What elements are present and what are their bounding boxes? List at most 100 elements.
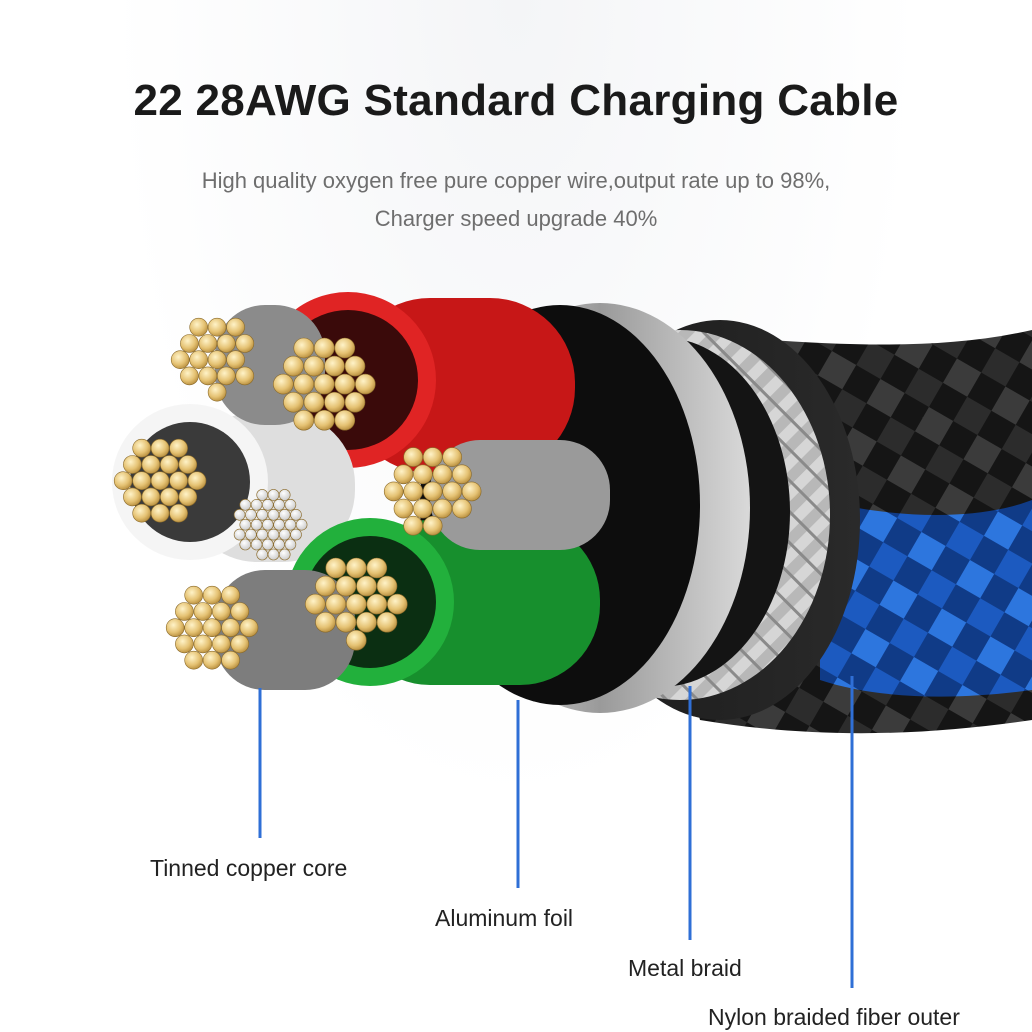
copper-strand — [207, 317, 227, 337]
copper-strand — [245, 508, 257, 521]
copper-strand — [170, 350, 190, 370]
page-subtitle: High quality oxygen free pure copper wir… — [201, 168, 831, 231]
copper-strand — [273, 498, 285, 511]
copper-strand — [169, 503, 188, 523]
copper-strand — [193, 602, 213, 621]
copper-strand — [325, 557, 347, 579]
copper-strand — [403, 447, 424, 467]
copper-strand — [226, 317, 245, 337]
copper-strand — [442, 481, 463, 502]
copper-strand — [198, 334, 218, 353]
copper-strand — [293, 337, 315, 359]
copper-strand — [165, 618, 185, 638]
copper-strand — [273, 518, 285, 531]
copper-strand — [267, 548, 280, 561]
copper-strand — [180, 334, 199, 353]
copper-strand — [325, 593, 347, 615]
copper-strand — [267, 528, 280, 541]
copper-strand — [283, 391, 304, 413]
copper-strand — [113, 471, 133, 491]
copper-strand — [334, 409, 356, 431]
copper-strand — [452, 464, 472, 485]
copper-strand — [284, 538, 297, 551]
copper-strand — [393, 498, 414, 519]
callout-label-core: Tinned copper core — [150, 855, 348, 881]
copper-strand — [267, 508, 280, 521]
copper-strand — [290, 508, 302, 521]
copper-strand — [272, 373, 294, 395]
copper-strand — [334, 337, 356, 359]
copper-strand — [315, 611, 336, 633]
copper-strand — [180, 366, 199, 386]
copper-strand — [235, 334, 255, 353]
copper-strand — [366, 557, 388, 579]
strand-bundle-red — [272, 337, 376, 431]
copper-strand — [442, 447, 463, 467]
copper-strand — [283, 355, 304, 377]
strand-bundle-middle — [383, 447, 482, 536]
copper-strand — [233, 508, 246, 521]
copper-strand — [250, 498, 263, 511]
copper-strand — [202, 618, 222, 638]
copper-strand — [187, 471, 207, 491]
copper-strand — [207, 350, 227, 370]
copper-strand — [267, 489, 280, 501]
copper-strand — [335, 575, 357, 597]
copper-strand — [273, 538, 285, 551]
copper-strand — [261, 518, 274, 531]
copper-strand — [383, 481, 404, 502]
copper-strand — [123, 455, 142, 474]
copper-strand — [366, 593, 388, 615]
copper-strand — [226, 350, 245, 370]
copper-strand — [160, 487, 179, 507]
copper-strand — [376, 611, 398, 633]
copper-strand — [393, 464, 414, 485]
copper-strand — [295, 518, 308, 531]
copper-strand — [250, 518, 263, 531]
strand-bundle-tinned — [233, 489, 308, 561]
copper-strand — [335, 611, 357, 633]
copper-strand — [150, 471, 170, 491]
copper-strand — [132, 438, 151, 458]
copper-strand — [356, 575, 377, 597]
copper-strand — [193, 634, 213, 654]
copper-strand — [334, 373, 356, 395]
copper-strand — [150, 438, 170, 458]
copper-strand — [175, 634, 194, 654]
copper-strand — [250, 538, 263, 551]
copper-strand — [313, 409, 335, 431]
copper-strand — [256, 508, 269, 521]
copper-strand — [184, 618, 203, 638]
copper-strand — [230, 634, 250, 654]
copper-strand — [221, 585, 240, 605]
copper-strand — [207, 382, 227, 402]
copper-strand — [221, 650, 240, 670]
copper-strand — [461, 481, 482, 502]
copper-strand — [141, 487, 161, 507]
copper-strand — [169, 471, 188, 491]
copper-strand — [403, 515, 424, 536]
copper-strand — [239, 498, 252, 511]
copper-strand — [184, 650, 203, 670]
copper-strand — [278, 548, 291, 561]
copper-strand — [452, 498, 472, 519]
page-title: 22 28AWG Standard Charging Cable — [133, 76, 899, 125]
copper-strand — [123, 487, 142, 507]
copper-strand — [160, 455, 179, 474]
copper-strand — [345, 557, 367, 579]
copper-strand — [198, 366, 218, 386]
copper-strand — [239, 538, 252, 551]
copper-strand — [345, 629, 367, 651]
copper-strand — [413, 464, 433, 485]
callout-label-outer: Nylon braided fiber outer — [708, 1004, 960, 1030]
copper-strand — [245, 528, 257, 541]
copper-strand — [432, 498, 453, 519]
copper-strand — [235, 366, 255, 386]
copper-strand — [212, 602, 231, 621]
copper-strand — [303, 391, 325, 413]
copper-strand — [422, 447, 443, 467]
copper-strand — [356, 611, 377, 633]
copper-strand — [202, 585, 222, 605]
copper-strand — [189, 317, 208, 337]
copper-strand — [256, 548, 269, 561]
